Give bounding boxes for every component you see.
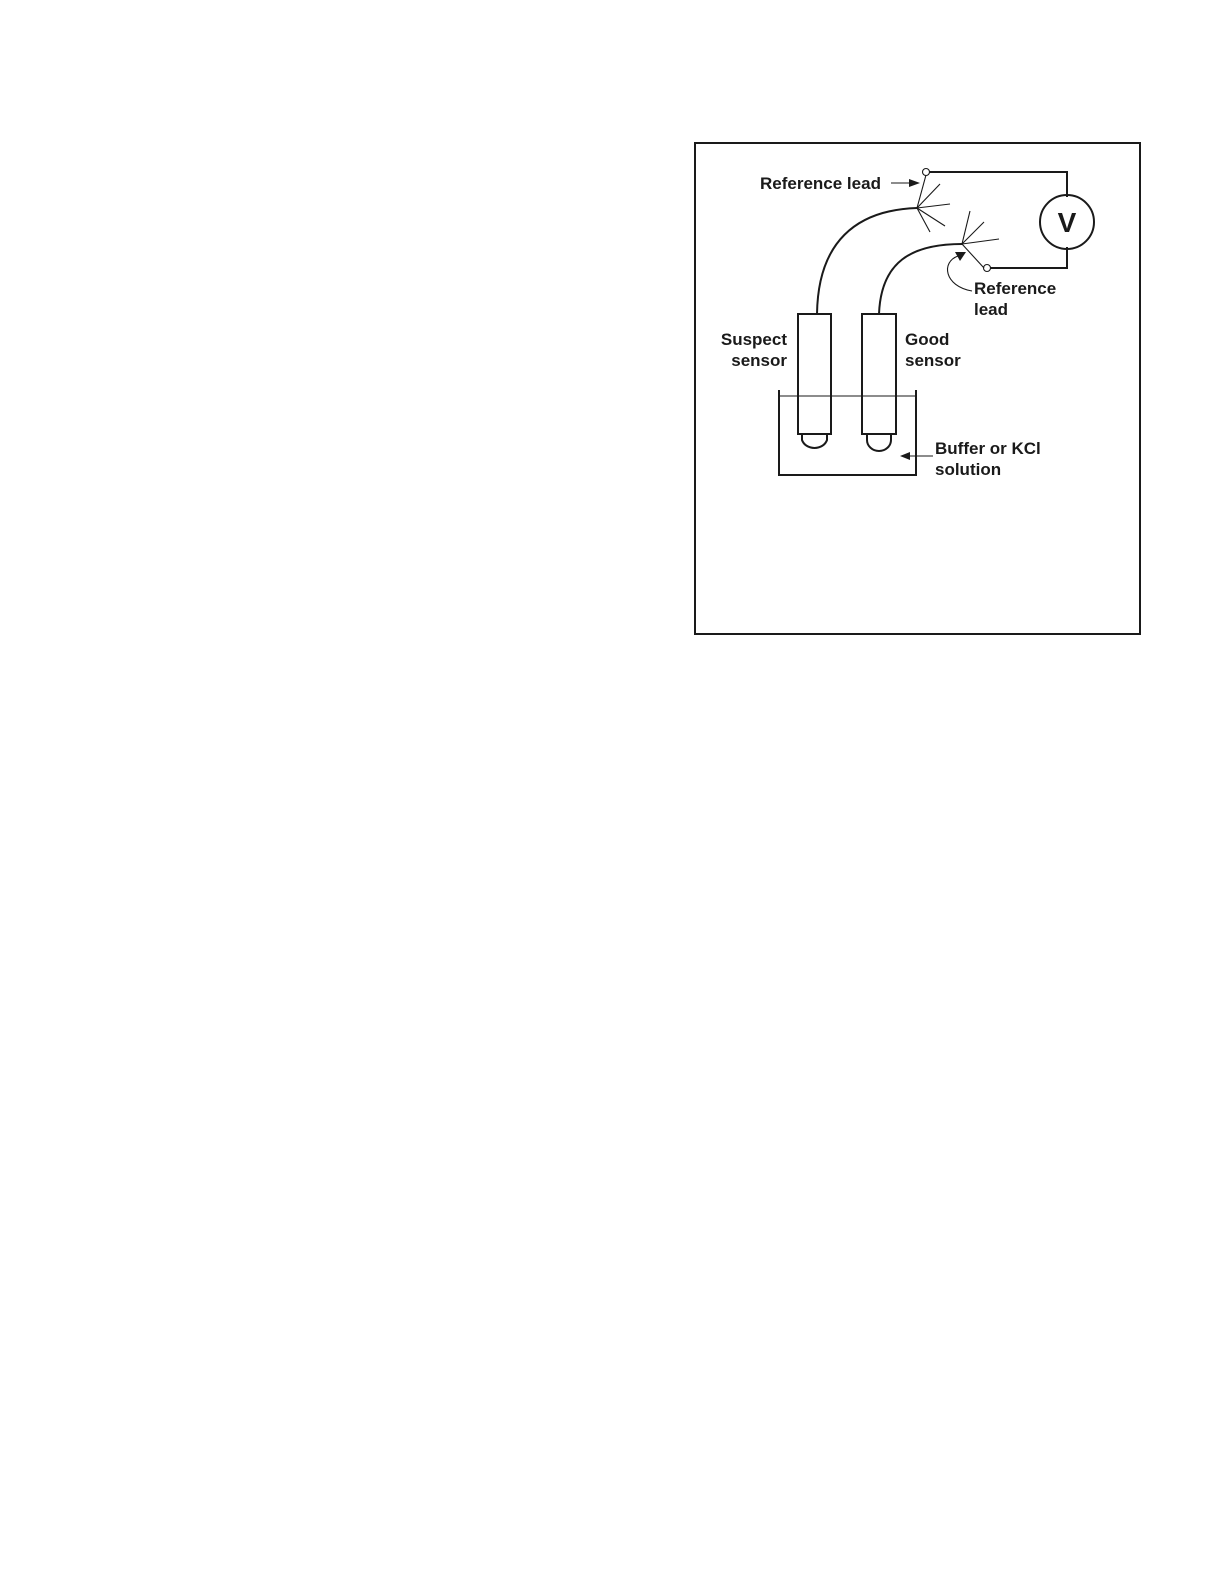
label-suspect-sensor-2: sensor [731, 351, 787, 370]
suspect-sensor-cable [817, 208, 917, 314]
wire-top [930, 172, 1068, 197]
figure-frame: V [694, 142, 1141, 635]
suspect-lead-strands [917, 175, 950, 232]
good-sensor-cable [879, 244, 962, 314]
good-lead-strands [962, 211, 999, 268]
suspect-sensor [779, 314, 862, 448]
voltmeter-symbol: V [1058, 207, 1077, 238]
label-reference-lead-right-2: lead [974, 300, 1008, 319]
terminal-top [923, 169, 930, 176]
label-reference-lead-top: Reference lead [760, 174, 881, 193]
label-suspect-sensor-1: Suspect [721, 330, 787, 349]
label-solution-1: Buffer or KCl [935, 439, 1041, 458]
wire-bottom [990, 247, 1067, 268]
label-solution-2: solution [935, 460, 1001, 479]
arrow-reference-lead-top [891, 179, 920, 187]
terminal-bottom [984, 265, 991, 272]
label-good-sensor-2: sensor [905, 351, 961, 370]
label-good-sensor-1: Good [905, 330, 949, 349]
sensor-test-diagram: V [696, 144, 1139, 633]
voltmeter-circuit: V [923, 169, 1095, 272]
arrow-reference-lead-right [948, 252, 972, 291]
label-reference-lead-right-1: Reference [974, 279, 1056, 298]
